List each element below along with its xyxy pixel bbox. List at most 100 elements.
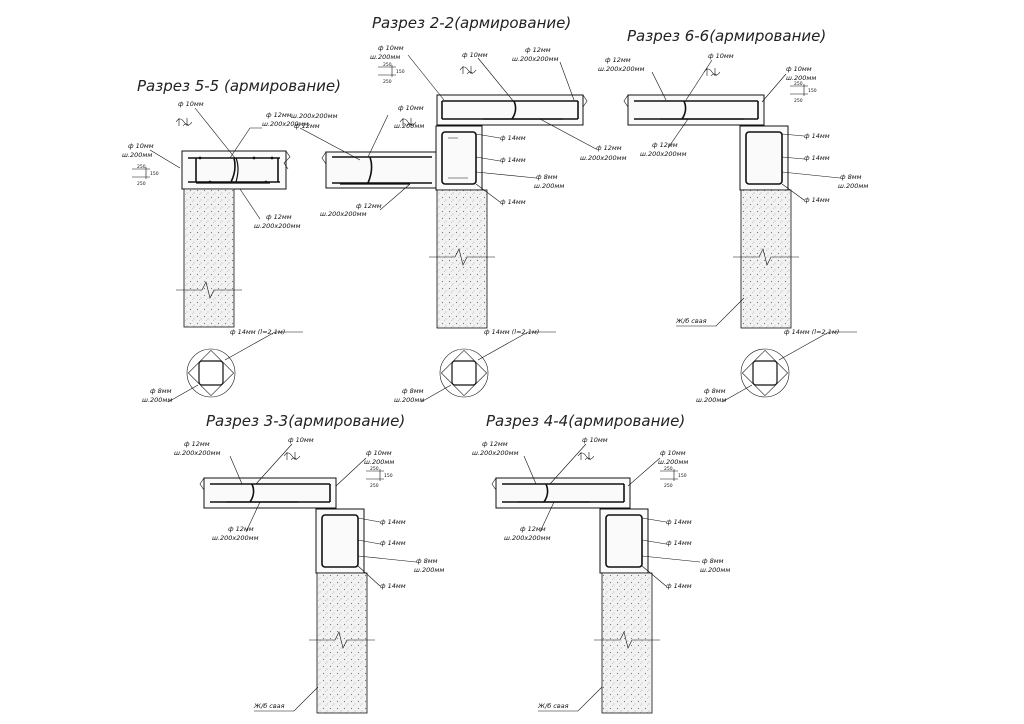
- svg-text:Ж/б свая: Ж/б свая: [675, 317, 707, 325]
- svg-text:150: 150: [384, 473, 393, 479]
- svg-text:ф 10мм: ф 10мм: [128, 142, 154, 150]
- svg-text:ф 14мм: ф 14мм: [500, 134, 526, 142]
- section-2-2-title: Разрез 2-2(армирование): [372, 14, 571, 32]
- svg-text:ф 12мм: ф 12мм: [266, 111, 292, 119]
- svg-text:ш.200мм: ш.200мм: [394, 122, 424, 130]
- slab-4-4: [495, 477, 631, 509]
- svg-text:ш.200х200мм: ш.200х200мм: [320, 210, 367, 218]
- beam-4-4: [599, 508, 649, 574]
- svg-text:ш.200мм: ш.200мм: [838, 182, 868, 190]
- svg-text:ш.200мм: ш.200мм: [786, 74, 816, 82]
- svg-text:ш.200х200мм: ш.200х200мм: [291, 112, 338, 120]
- pile-2-2: [436, 189, 488, 329]
- svg-text:ф 10мм: ф 10мм: [178, 100, 204, 108]
- svg-text:150: 150: [678, 473, 687, 479]
- pile-6-6: [740, 189, 792, 329]
- svg-text:ш.200х200мм: ш.200х200мм: [504, 534, 551, 542]
- svg-text:ф 14мм: ф 14мм: [804, 132, 830, 140]
- svg-text:ф 8мм: ф 8мм: [402, 387, 424, 395]
- svg-text:ф 8мм: ф 8мм: [702, 557, 724, 565]
- beam-3-3: [315, 508, 365, 574]
- svg-text:ф 14мм: ф 14мм: [666, 518, 692, 526]
- svg-text:ш.200х200мм: ш.200х200мм: [212, 534, 259, 542]
- svg-text:ф 10мм: ф 10мм: [378, 44, 404, 52]
- section-4-4: Разрез 4-4(армирование) ф 12мм ш.200х200…: [472, 412, 730, 714]
- svg-text:ф 10мм: ф 10мм: [366, 449, 392, 457]
- svg-text:ф 14мм: ф 14мм: [666, 539, 692, 547]
- svg-text:ф 14мм: ф 14мм: [500, 198, 526, 206]
- svg-text:ф 8мм: ф 8мм: [150, 387, 172, 395]
- svg-text:250: 250: [794, 81, 803, 87]
- svg-text:ш.200х200мм: ш.200х200мм: [598, 65, 645, 73]
- section-6-6: Разрез 6-6(армирование) ф 12мм ш.200х200…: [598, 27, 868, 404]
- svg-text:250: 250: [794, 98, 803, 104]
- svg-text:ш.200мм: ш.200мм: [142, 396, 172, 404]
- svg-text:250: 250: [383, 62, 392, 68]
- svg-text:ф 14мм: ф 14мм: [500, 156, 526, 164]
- svg-text:ш.200мм: ш.200мм: [696, 396, 726, 404]
- svg-text:250: 250: [137, 164, 146, 170]
- section-2-2: Разрез 2-2(армирование) ф 10мм ш.200мм 2…: [291, 14, 627, 404]
- svg-text:ф 12мм: ф 12мм: [482, 440, 508, 448]
- section-6-6-title: Разрез 6-6(армирование): [627, 27, 826, 45]
- svg-text:ф 8мм: ф 8мм: [416, 557, 438, 565]
- svg-text:ш.200мм: ш.200мм: [370, 53, 400, 61]
- svg-text:150: 150: [396, 69, 405, 75]
- svg-text:ш.200мм: ш.200мм: [534, 182, 564, 190]
- pile-section-5-5: [186, 348, 236, 398]
- svg-text:ф 14мм: ф 14мм: [380, 539, 406, 547]
- svg-text:ф 14мм: ф 14мм: [666, 582, 692, 590]
- beam-2-2: [435, 125, 483, 191]
- svg-text:ф 12мм: ф 12мм: [356, 202, 382, 210]
- svg-text:ш.200мм: ш.200мм: [414, 566, 444, 574]
- svg-text:250: 250: [664, 466, 673, 472]
- svg-text:250: 250: [370, 466, 379, 472]
- svg-text:ф 8мм: ф 8мм: [840, 173, 862, 181]
- svg-text:150: 150: [808, 88, 817, 94]
- svg-text:ф 10мм: ф 10мм: [288, 436, 314, 444]
- pile-section-6-6: [740, 348, 790, 398]
- svg-text:250: 250: [137, 181, 146, 187]
- svg-text:ш.200х200мм: ш.200х200мм: [174, 449, 221, 457]
- svg-text:ш.200х200мм: ш.200х200мм: [580, 154, 627, 162]
- svg-text:Ж/б свая: Ж/б свая: [253, 702, 285, 710]
- svg-text:ш.200х200мм: ш.200х200мм: [262, 120, 309, 128]
- section-3-3: Разрез 3-3(армирование) ф 12мм ш.200х200…: [174, 412, 444, 714]
- svg-text:ф 10мм: ф 10мм: [786, 65, 812, 73]
- section-5-5-title: Разрез 5-5 (армирование): [137, 77, 341, 95]
- svg-text:150: 150: [150, 171, 159, 177]
- svg-text:ф 10мм: ф 10мм: [660, 449, 686, 457]
- svg-text:ф 8мм: ф 8мм: [704, 387, 726, 395]
- svg-text:ш.200мм: ш.200мм: [700, 566, 730, 574]
- slab-2-2-upper: [436, 94, 584, 126]
- svg-text:ф 14мм: ф 14мм: [380, 518, 406, 526]
- svg-text:ф 12мм: ф 12мм: [228, 525, 254, 533]
- svg-text:250: 250: [383, 79, 392, 85]
- svg-text:ш.200х200мм: ш.200х200мм: [254, 222, 301, 230]
- svg-text:ф 14мм (l=2,1м): ф 14мм (l=2,1м): [230, 328, 285, 336]
- svg-text:ф 10мм: ф 10мм: [708, 52, 734, 60]
- section-3-3-title: Разрез 3-3(армирование): [206, 412, 405, 430]
- svg-text:ф 14мм: ф 14мм: [804, 154, 830, 162]
- svg-text:ф 12мм: ф 12мм: [294, 122, 320, 130]
- slab-2-2-lower: [325, 151, 437, 189]
- svg-text:ш.200мм: ш.200мм: [122, 151, 152, 159]
- svg-text:ш.200мм: ш.200мм: [364, 458, 394, 466]
- svg-text:ш.200мм: ш.200мм: [394, 396, 424, 404]
- svg-text:ф 12мм: ф 12мм: [266, 213, 292, 221]
- pile-5-5: [183, 188, 235, 328]
- svg-text:ш.200х200мм: ш.200х200мм: [512, 55, 559, 63]
- svg-text:ф 12мм: ф 12мм: [596, 144, 622, 152]
- svg-text:ф 14мм (l=2,1м): ф 14мм (l=2,1м): [784, 328, 839, 336]
- svg-text:Ж/б свая: Ж/б свая: [537, 702, 569, 710]
- beam-6-6: [739, 125, 789, 191]
- slab-6-6: [627, 94, 765, 126]
- svg-text:ф 12мм: ф 12мм: [605, 56, 631, 64]
- svg-text:ф 12мм: ф 12мм: [525, 46, 551, 54]
- pile-section-2-2: [439, 348, 489, 398]
- svg-text:ф 14мм (l=2,1м): ф 14мм (l=2,1м): [484, 328, 539, 336]
- svg-text:250: 250: [664, 483, 673, 489]
- svg-text:250: 250: [370, 483, 379, 489]
- section-5-5: Разрез 5-5 (армирование) ф 10мм ш.200мм …: [122, 77, 341, 404]
